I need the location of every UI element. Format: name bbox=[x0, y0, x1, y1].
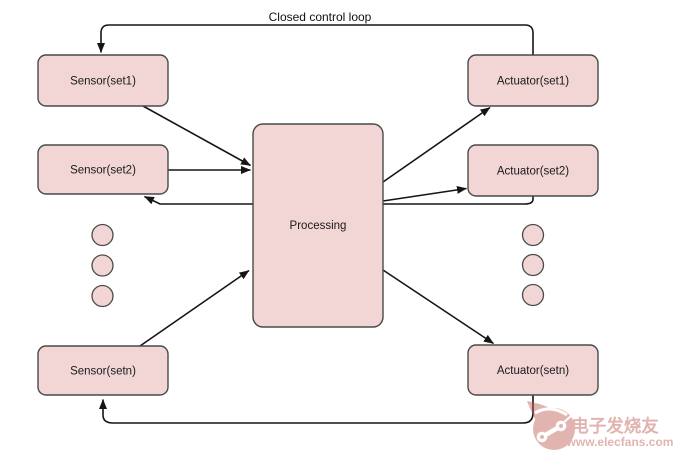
dot bbox=[91, 284, 114, 308]
edge-sensorn-to-processing bbox=[139, 269, 250, 347]
left-ellipsis-dots bbox=[91, 223, 114, 308]
node-actuator-set1 bbox=[467, 54, 599, 107]
watermark-url-text: www.elecfans.com bbox=[566, 435, 674, 449]
edge-processing-to-actuator1 bbox=[382, 106, 491, 183]
closed-loop-label: Closed control loop bbox=[269, 10, 372, 24]
dot bbox=[91, 223, 114, 247]
elecfans-watermark: 电子发烧友 www.elecfans.com bbox=[527, 401, 673, 450]
dot bbox=[521, 283, 545, 307]
node-actuator-set2 bbox=[467, 144, 599, 197]
node-sensor-setn-label: Sensor(setn) bbox=[70, 366, 136, 378]
node-sensor-set2 bbox=[37, 144, 169, 195]
node-sensor-setn bbox=[37, 345, 169, 396]
node-actuator-setn bbox=[467, 344, 599, 396]
pcb-pad-icon bbox=[527, 401, 575, 450]
node-sensor-set1 bbox=[37, 54, 169, 107]
node-processing-label: Processing bbox=[290, 220, 347, 232]
node-actuator-set2-label: Actuator(set2) bbox=[497, 166, 569, 178]
dot bbox=[521, 253, 545, 277]
edge-processing-to-actuator2 bbox=[382, 185, 467, 202]
watermark-brand-text: 电子发烧友 bbox=[571, 416, 659, 437]
edge-actuator2-to-sensor2-loop bbox=[144, 195, 534, 205]
node-actuator-setn-label: Actuator(setn) bbox=[497, 365, 569, 377]
dot bbox=[91, 254, 114, 277]
node-processing bbox=[252, 123, 384, 328]
dot bbox=[521, 223, 545, 247]
edge-processing-to-actuatorn bbox=[382, 269, 494, 345]
node-sensor-set2-label: Sensor(set2) bbox=[70, 165, 136, 177]
right-ellipsis-dots bbox=[521, 223, 545, 307]
node-actuator-set1-label: Actuator(set1) bbox=[497, 76, 569, 88]
edge-actuatorn-to-sensorn-loop bbox=[99, 395, 534, 424]
edge-sensor1-to-processing bbox=[142, 105, 251, 167]
edges bbox=[97, 24, 534, 424]
nodes: Sensor(set1) Sensor(set2) Sensor(setn) P… bbox=[37, 54, 599, 396]
node-sensor-set1-label: Sensor(set1) bbox=[70, 76, 136, 88]
edge-actuator1-to-sensor1-loop bbox=[97, 24, 534, 55]
